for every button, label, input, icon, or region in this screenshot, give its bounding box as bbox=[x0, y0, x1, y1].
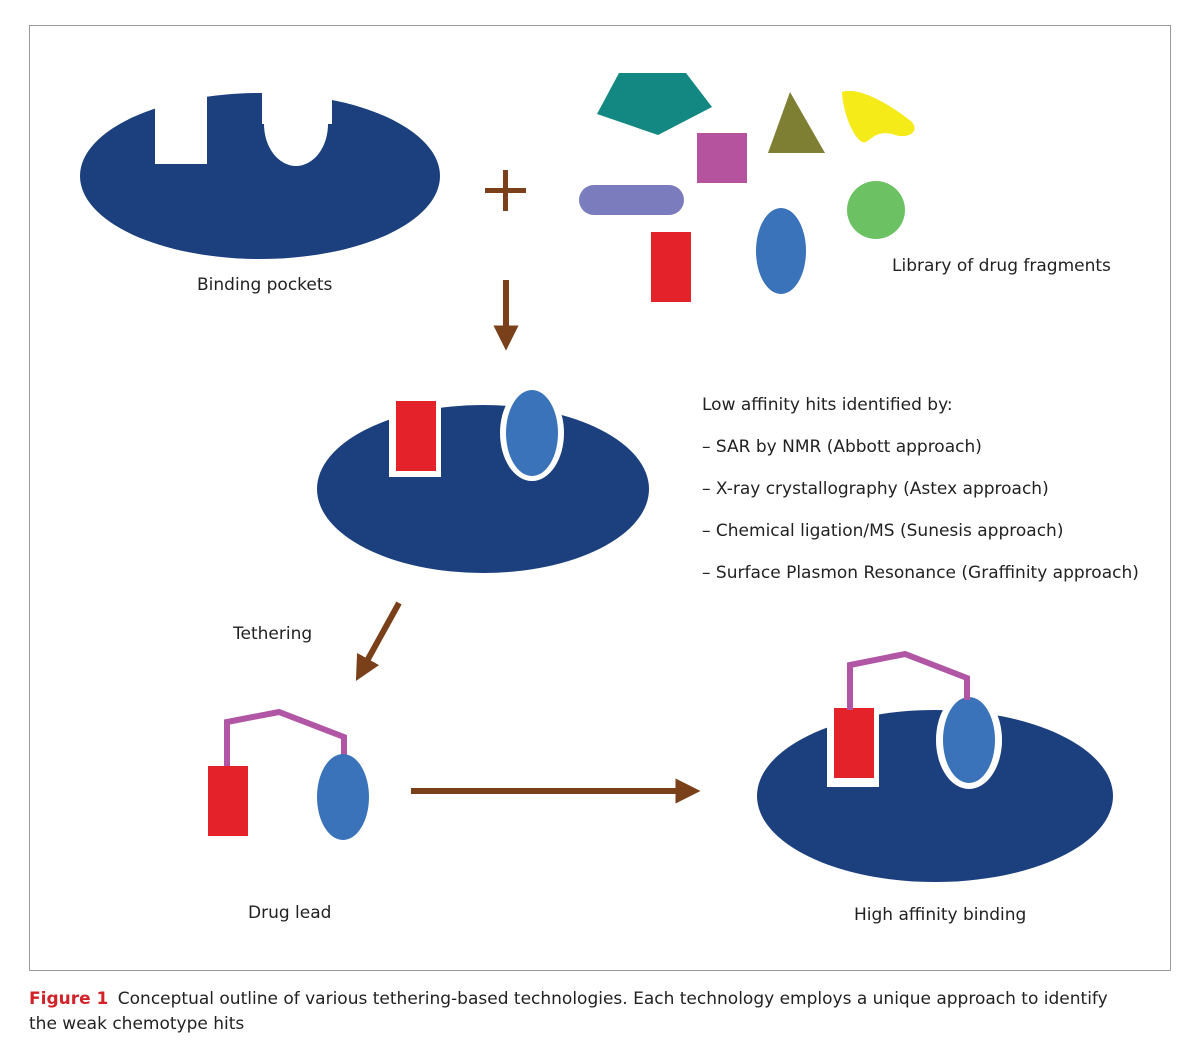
high-affinity-complex bbox=[757, 650, 1113, 882]
linker bbox=[224, 708, 347, 768]
protein-with-bound-fragments bbox=[317, 385, 649, 573]
yellow-blob-fragment bbox=[842, 90, 915, 143]
drug-lead-label: Drug lead bbox=[248, 903, 332, 923]
bound-blue-fragment bbox=[506, 390, 558, 476]
plus-icon bbox=[485, 170, 526, 211]
binding-pockets-label: Binding pockets bbox=[197, 275, 333, 295]
library-label: Library of drug fragments bbox=[892, 256, 1111, 276]
teal-pentagon-fragment bbox=[597, 73, 712, 135]
hits-item: – SAR by NMR (Abbott approach) bbox=[702, 437, 982, 457]
blue-oval-fragment bbox=[756, 208, 806, 294]
caption-text: Conceptual outline of various tethering-… bbox=[29, 989, 1108, 1034]
hits-list: Low affinity hits identified by: – SAR b… bbox=[702, 384, 1139, 594]
complex-blue-fragment bbox=[943, 697, 995, 783]
complex-red-fragment bbox=[834, 708, 874, 778]
hits-item: – Surface Plasmon Resonance (Graffinity … bbox=[702, 563, 1139, 583]
hits-item: – X-ray crystallography (Astex approach) bbox=[702, 479, 1049, 499]
hits-item: – Chemical ligation/MS (Sunesis approach… bbox=[702, 521, 1064, 541]
lead-red-fragment bbox=[208, 766, 248, 836]
figure-number: Figure 1 bbox=[29, 989, 109, 1009]
red-rectangle-fragment bbox=[651, 232, 691, 302]
drug-lead-molecule bbox=[208, 708, 369, 840]
lead-blue-fragment bbox=[317, 754, 369, 840]
magenta-square-fragment bbox=[697, 133, 747, 183]
tethering-arrow bbox=[355, 601, 402, 682]
tethering-label: Tethering bbox=[233, 624, 313, 644]
figure-frame bbox=[29, 25, 1171, 971]
bound-red-fragment bbox=[396, 401, 436, 471]
protein-with-binding-pockets bbox=[80, 80, 440, 259]
lavender-capsule-fragment bbox=[579, 185, 684, 215]
square-pocket bbox=[155, 86, 207, 164]
fragment-library bbox=[579, 73, 915, 302]
olive-triangle-fragment bbox=[768, 92, 825, 153]
figure-caption: Figure 1 Conceptual outline of various t… bbox=[29, 987, 1129, 1037]
green-circle-fragment bbox=[847, 181, 905, 239]
high-affinity-label: High affinity binding bbox=[854, 905, 1027, 925]
hits-heading: Low affinity hits identified by: bbox=[702, 395, 953, 415]
complex-linker bbox=[847, 650, 970, 710]
